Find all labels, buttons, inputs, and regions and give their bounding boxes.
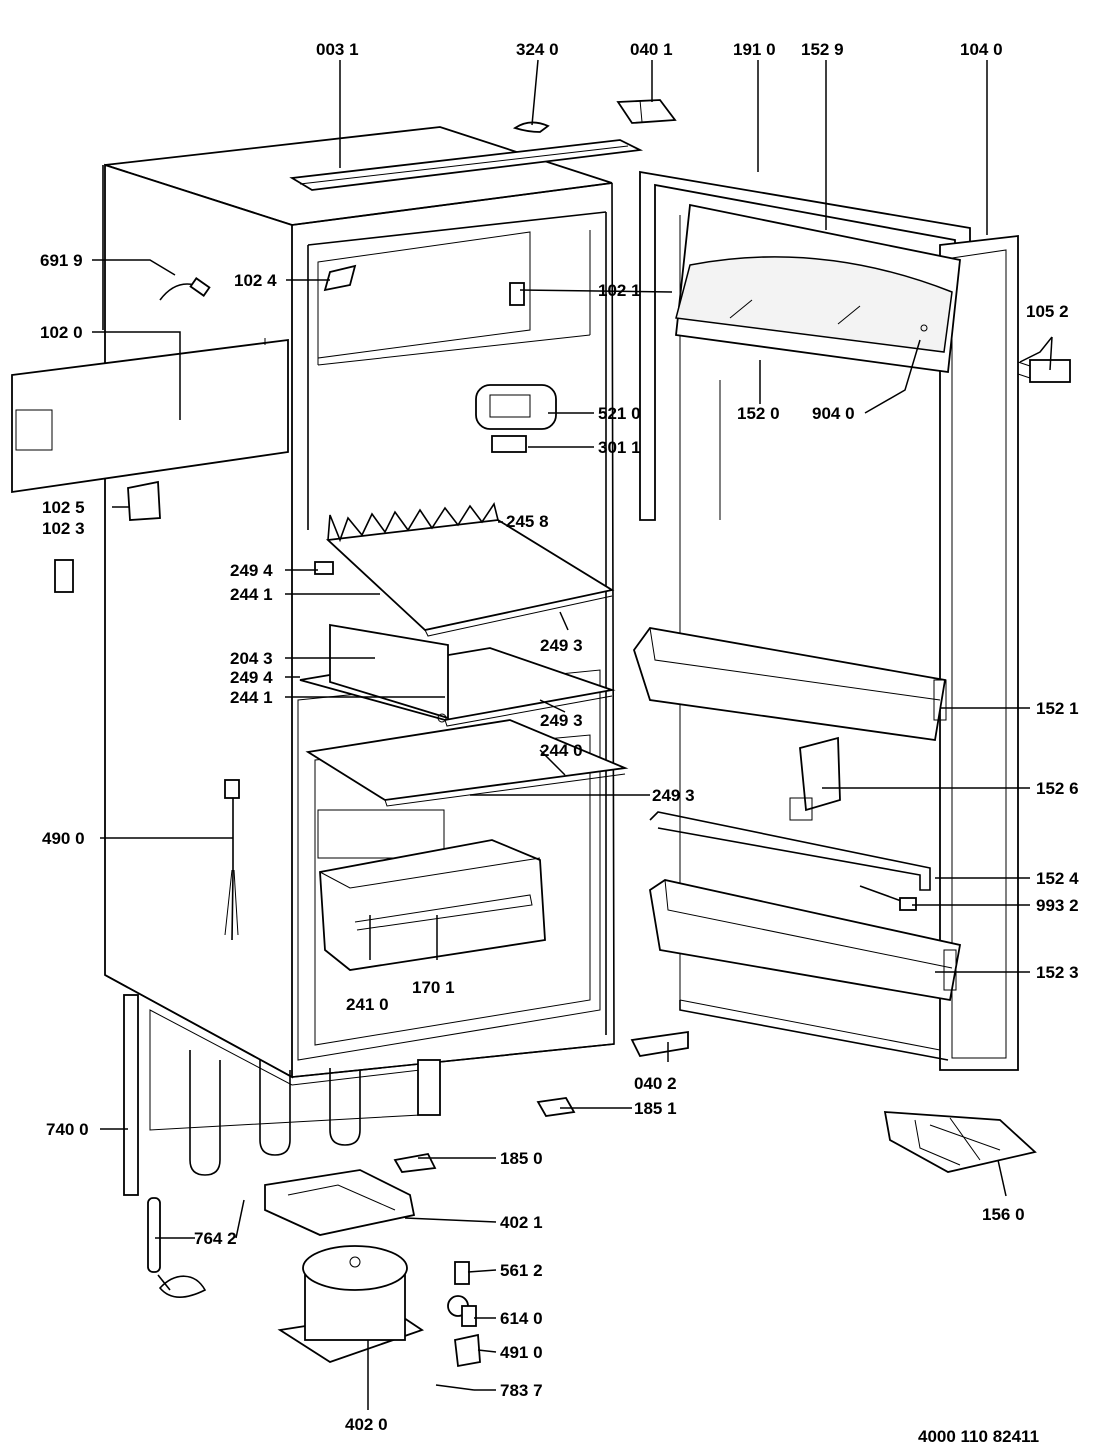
hinge-right bbox=[1017, 359, 1071, 383]
leader-lines bbox=[92, 59, 1053, 1410]
label-152-0: 152 0 bbox=[737, 404, 780, 423]
label-104-0: 104 0 bbox=[960, 40, 1003, 59]
door-sensor bbox=[859, 885, 917, 911]
label-614-0: 614 0 bbox=[500, 1309, 543, 1328]
hinge-cover bbox=[512, 121, 550, 133]
label-152-3: 152 3 bbox=[1036, 963, 1079, 982]
label-102-4: 102 4 bbox=[234, 271, 277, 290]
part-labels: 003 1 324 0 040 1 191 0 152 9 104 0 691 … bbox=[40, 40, 1079, 1446]
label-402-1: 402 1 bbox=[500, 1213, 543, 1232]
label-102-1: 102 1 bbox=[598, 281, 641, 300]
label-491-0: 491 0 bbox=[500, 1343, 543, 1362]
door-hinge-bottom bbox=[630, 1030, 689, 1057]
glass-shelf-upper bbox=[314, 502, 615, 637]
crisper-drawer bbox=[319, 839, 546, 971]
condenser bbox=[123, 994, 441, 1196]
label-003-1: 003 1 bbox=[316, 40, 359, 59]
drain-plug bbox=[159, 277, 211, 301]
compressor-tray bbox=[264, 1169, 416, 1236]
label-490-0: 490 0 bbox=[42, 829, 85, 848]
freezer-flap-hinge bbox=[127, 480, 161, 521]
label-561-2: 561 2 bbox=[500, 1261, 543, 1280]
thermometer-tube bbox=[435, 1384, 475, 1391]
label-152-4: 152 4 bbox=[1036, 869, 1079, 888]
label-170-1: 170 1 bbox=[412, 978, 455, 997]
label-691-9: 691 9 bbox=[40, 251, 83, 270]
label-244-1-a: 244 1 bbox=[230, 585, 273, 604]
label-152-1: 152 1 bbox=[1036, 699, 1079, 718]
egg-holder bbox=[789, 736, 841, 821]
door-shelf-upper bbox=[633, 627, 947, 742]
label-301-1: 301 1 bbox=[598, 438, 641, 457]
label-102-0: 102 0 bbox=[40, 323, 83, 342]
doc-number: 4000 110 82411 bbox=[918, 1427, 1039, 1446]
glass-shelf-middle bbox=[299, 623, 616, 727]
compressor bbox=[277, 1245, 425, 1363]
thermostat-housing bbox=[475, 384, 557, 453]
lamp-holder bbox=[509, 282, 525, 306]
overload-protector bbox=[447, 1295, 477, 1327]
door bbox=[639, 170, 1019, 1071]
label-040-2: 040 2 bbox=[634, 1074, 677, 1093]
label-324-0: 324 0 bbox=[516, 40, 559, 59]
label-521-0: 521 0 bbox=[598, 404, 641, 423]
label-204-3: 204 3 bbox=[230, 649, 273, 668]
label-156-0: 156 0 bbox=[982, 1205, 1025, 1224]
label-764-2: 764 2 bbox=[194, 1229, 237, 1248]
relay-cover bbox=[454, 1333, 481, 1368]
label-402-0: 402 0 bbox=[345, 1415, 388, 1434]
label-040-1: 040 1 bbox=[630, 40, 673, 59]
glass-shelf-lower bbox=[305, 719, 629, 807]
top-rail bbox=[289, 139, 644, 191]
power-cord bbox=[224, 779, 240, 941]
label-105-2: 105 2 bbox=[1026, 302, 1069, 321]
label-249-3-a: 249 3 bbox=[540, 636, 583, 655]
label-904-0: 904 0 bbox=[812, 404, 855, 423]
relay bbox=[454, 1261, 470, 1285]
bracket-185-0 bbox=[393, 1152, 437, 1173]
dairy-compartment bbox=[675, 203, 961, 374]
door-hinge-left bbox=[54, 559, 74, 593]
label-245-8: 245 8 bbox=[506, 512, 549, 531]
label-102-5: 102 5 bbox=[42, 498, 85, 517]
label-241-0: 241 0 bbox=[346, 995, 389, 1014]
filter-drier bbox=[147, 1197, 207, 1299]
label-993-2: 993 2 bbox=[1036, 896, 1079, 915]
label-244-1-b: 244 1 bbox=[230, 688, 273, 707]
label-740-0: 740 0 bbox=[46, 1120, 89, 1139]
top-hinge bbox=[616, 99, 677, 124]
label-185-0: 185 0 bbox=[500, 1149, 543, 1168]
bracket-185-1 bbox=[536, 1097, 576, 1117]
label-783-7: 783 7 bbox=[500, 1381, 543, 1400]
label-102-3: 102 3 bbox=[42, 519, 85, 538]
label-244-0: 244 0 bbox=[540, 741, 583, 760]
bottle-retainer bbox=[649, 811, 931, 891]
label-185-1: 185 1 bbox=[634, 1099, 677, 1118]
label-249-3-b: 249 3 bbox=[540, 711, 583, 730]
label-191-0: 191 0 bbox=[733, 40, 776, 59]
ice-tray bbox=[883, 1111, 1037, 1173]
lamp-cover bbox=[323, 264, 357, 292]
freezer-door bbox=[11, 338, 289, 494]
label-152-6: 152 6 bbox=[1036, 779, 1079, 798]
label-249-3-c: 249 3 bbox=[652, 786, 695, 805]
label-249-4-a: 249 4 bbox=[230, 561, 273, 580]
label-152-9: 152 9 bbox=[801, 40, 844, 59]
label-249-4-b: 249 4 bbox=[230, 668, 273, 687]
